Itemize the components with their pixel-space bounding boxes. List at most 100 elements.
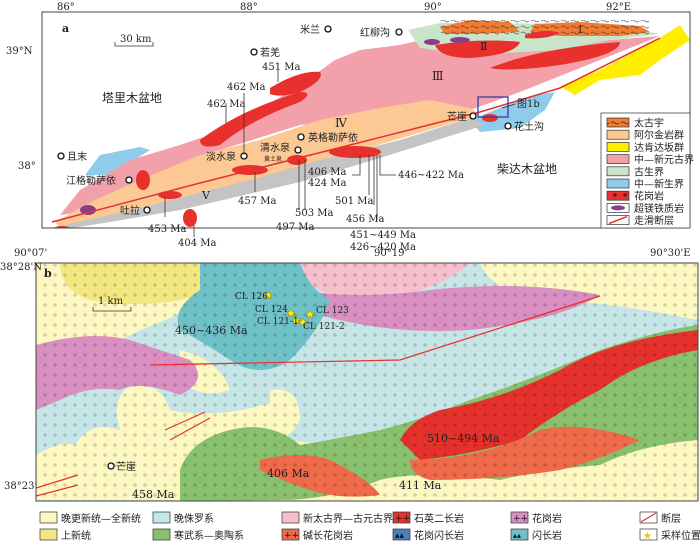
- legend-label: 超镁铁质岩: [634, 202, 684, 215]
- place-label: 且末: [67, 150, 87, 163]
- lat-tick: 38°: [18, 161, 36, 172]
- unit-label: Ⅳ: [335, 116, 348, 130]
- legend-label: 闪长岩: [532, 529, 562, 542]
- legend-label: 晚更新统—全新统: [61, 512, 141, 525]
- legend-label: 中—新生界: [634, 178, 684, 191]
- lon-tick: 92°E: [606, 2, 631, 13]
- legend-b: 晚更新统—全新统上新统晚侏罗系寒武系—奥陶系新太古界—古元古界++碱长花岗岩++…: [39, 511, 700, 542]
- place-label: 黄土泉: [264, 155, 282, 163]
- place-label: 花土沟: [514, 120, 544, 133]
- svg-text:++: ++: [513, 514, 528, 524]
- sample-label: CL 121-2: [303, 322, 345, 332]
- legend-swatch: [392, 511, 411, 524]
- legend-swatch: [606, 178, 630, 189]
- legend-label: 晚侏罗系: [174, 513, 214, 525]
- place-label: 淡水泉: [206, 150, 236, 163]
- place-label: 米兰: [300, 23, 320, 36]
- age-label: 503 Ma: [295, 208, 334, 219]
- svg-text:★: ★: [643, 531, 652, 542]
- unit-archean-texture: [440, 20, 650, 36]
- age-labels-a: 451 Ma 462 Ma 462 Ma 457 Ma 453 Ma 404 M…: [148, 62, 464, 253]
- legend-swatch: [152, 511, 171, 524]
- scale-bar-a: [114, 42, 154, 47]
- age-label: 501 Ma: [335, 196, 374, 207]
- legend-label: 采样位置: [661, 529, 700, 542]
- granite-bodies: [53, 30, 620, 228]
- age-label: 406 Ma: [267, 467, 310, 480]
- lon-tick: 90°: [424, 2, 442, 13]
- inset-box-1b[interactable]: [477, 96, 509, 118]
- sample-locations: [262, 290, 316, 327]
- legend-swatch: [39, 511, 58, 524]
- legend-swatch: [606, 142, 630, 152]
- panel-a-label: a: [62, 22, 69, 35]
- legend-label: 古生界: [634, 165, 664, 178]
- unit-label: Ⅰ: [578, 23, 582, 36]
- legend-swatch: [281, 511, 300, 524]
- age-label: 424 Ma: [308, 178, 347, 189]
- age-label: 456 Ma: [346, 214, 385, 225]
- legend-label: 阿尔金岩群: [634, 129, 684, 142]
- legend-label: 太古宇: [634, 117, 664, 130]
- svg-text:▴▴: ▴▴: [395, 531, 405, 541]
- age-label: 406 Ma: [308, 167, 347, 178]
- legend-swatch: [281, 528, 300, 541]
- age-label: 457 Ma: [238, 196, 277, 207]
- legend-label: 上新统: [61, 529, 91, 542]
- panel-a-map: [42, 12, 690, 228]
- lon-tick: 90°30'E: [650, 248, 691, 259]
- age-label: 497 Ma: [276, 222, 315, 233]
- lat-tick: 38°28'N: [0, 262, 42, 273]
- strike-slip-fault: [51, 37, 661, 223]
- lat-tick: 38°23': [4, 481, 37, 492]
- legend-label: 断层: [661, 512, 681, 525]
- lat-tick: 39°N: [6, 46, 33, 57]
- legend-swatch: [392, 528, 411, 541]
- legend-swatch: [606, 154, 630, 164]
- legend-label: 达肯达坂群: [634, 141, 684, 154]
- legend-swatch: [39, 528, 58, 541]
- unit-meso-neoproterozoic: [60, 36, 660, 215]
- tectonic-unit-labels: Ⅰ Ⅱ Ⅲ Ⅳ Ⅴ: [201, 23, 582, 202]
- place-label: 江格勒萨依: [66, 174, 116, 187]
- age-label: 411 Ma: [399, 479, 442, 492]
- svg-text:++: ++: [284, 531, 299, 541]
- place-label: 芒崖: [447, 110, 467, 123]
- unit-meso-cenozoic-left: [85, 147, 150, 175]
- basin-label: 柴达木盆地: [497, 162, 557, 176]
- basin-label: 塔里木盆地: [102, 91, 162, 105]
- unit-dakendaban: [560, 25, 690, 95]
- legend-label: 碱长花岗岩: [303, 529, 353, 542]
- lon-tick: 86°: [57, 2, 75, 13]
- unit-meso-cenozoic-right: [470, 92, 555, 132]
- age-label: 462 Ma: [227, 82, 266, 93]
- unit-label: Ⅱ: [480, 40, 487, 53]
- legend-swatch: [606, 166, 630, 177]
- lon-tick: 90°07': [14, 248, 47, 259]
- unit-label: Ⅲ: [432, 69, 444, 83]
- legend-swatch: [606, 129, 630, 140]
- place-label: 清水泉: [260, 141, 290, 154]
- age-label: 451 Ma: [262, 62, 301, 73]
- ultramafic-bodies: [80, 37, 470, 215]
- panel-b-map: [36, 263, 698, 501]
- age-label: 510~494 Ma: [427, 432, 500, 445]
- inset-label: 图1b: [517, 98, 540, 110]
- panel-b-frame: [35, 262, 699, 502]
- age-label: 458 Ma: [132, 488, 175, 501]
- place-label: 吐拉: [120, 204, 140, 217]
- unit-zone-v: [60, 118, 485, 228]
- legend-label: 花岗闪长岩: [414, 529, 464, 542]
- legend-label: 走滑断层: [634, 214, 674, 227]
- scale-label-a: 30 km: [120, 34, 152, 45]
- age-label: 462 Ma: [207, 99, 246, 110]
- place-label: 英格勒萨依: [308, 131, 358, 144]
- place-label: 若羌: [260, 46, 280, 59]
- place-label: 芒崖: [116, 460, 136, 473]
- legend-swatch: [152, 528, 171, 541]
- sample-label: CL 124: [255, 305, 288, 315]
- scale-bar-b: [92, 307, 132, 312]
- legend-swatch: [510, 528, 529, 541]
